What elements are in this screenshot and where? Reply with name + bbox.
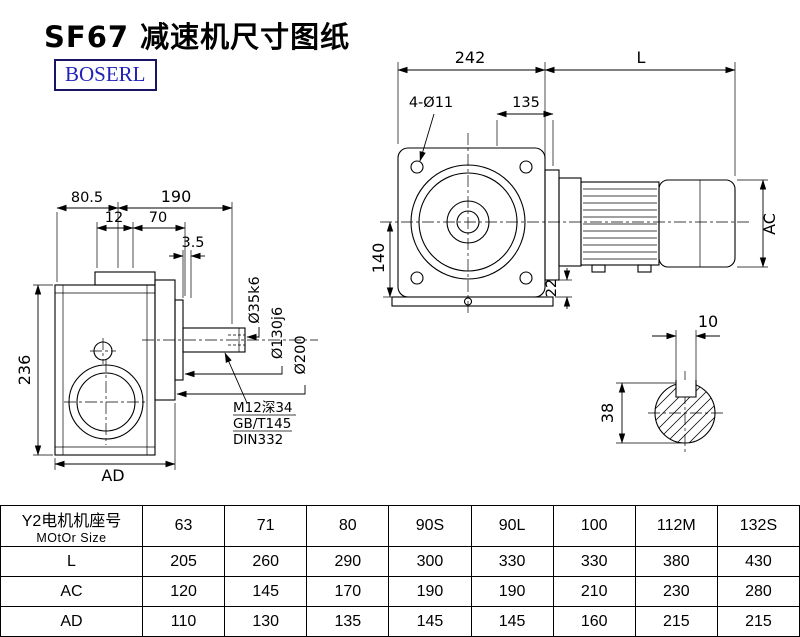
table-row-AD: AD 110 130 135 145 145 160 215 215 [0,606,800,637]
dim-12-label: 12 [105,210,123,226]
table-cell: 135 [306,606,390,637]
table-cell: 290 [306,546,390,577]
table-row-L: L 205 260 290 300 330 330 380 430 [0,546,800,577]
dim-AD-label: AD [101,466,124,485]
table-cell: 380 [634,546,718,577]
dim-242-label: 242 [455,48,486,67]
table-cell: 215 [716,606,800,637]
front-view [380,133,750,313]
table-cell: 110 [141,606,226,637]
table-cell: 190 [470,576,554,607]
table-cell: 112M [634,505,718,547]
table-cell: 430 [716,546,800,577]
table-cell: 63 [141,505,226,547]
table-cell: 330 [470,546,554,577]
table-cell: 90L [470,505,554,547]
dim-236-label: 236 [15,355,34,386]
table-cell: 160 [552,606,636,637]
table-cell: 132S [716,505,800,547]
dim-190-label: 190 [161,187,192,206]
shaft-section-view: 10 38 [598,312,726,452]
dim-AC-label: AC [760,213,779,235]
dim-70-label: 70 [149,210,167,226]
table-cell: 90S [388,505,472,547]
table-cell: 71 [224,505,308,547]
row-label-L: L [0,546,143,577]
table-cell: 190 [388,576,472,607]
dim-38-label: 38 [598,403,617,423]
motor-size-label-cn: Y2电机机座号 [21,513,122,530]
table-cell: 145 [388,606,472,637]
side-view-dimensions: 236 80.5 190 12 70 3.5 AD Ø35k6 Ø130j6 Ø… [15,187,309,485]
table-cell: 100 [552,505,636,547]
page-title: SF67 减速机尺寸图纸 [44,20,351,54]
table-cell: 300 [388,546,472,577]
logo-text: BOSERL [65,62,146,86]
table-cell: 280 [716,576,800,607]
motor-size-label-en: MOtOr Size [36,531,107,545]
table-cell: 170 [306,576,390,607]
table-cell: 80 [306,505,390,547]
table-cell: 330 [552,546,636,577]
note-gbt145-label: GB/T145 [233,416,291,432]
dim-L-label: L [637,48,646,67]
table-cell: 145 [470,606,554,637]
technical-drawing: 242 L 4-Ø11 135 140 22 AC [15,48,779,485]
row-label-AD: AD [0,606,143,637]
front-view-dimensions: 242 L 4-Ø11 135 140 22 AC [369,48,779,309]
boserl-logo: BOSERL [54,59,157,91]
table-cell: 230 [634,576,718,607]
shaft-dia-label: Ø35k6 [247,276,263,324]
dim-135-label: 135 [512,95,540,111]
dim-80-5-label: 80.5 [71,190,103,206]
dim-22-label: 22 [544,279,560,297]
dim-3-5-label: 3.5 [181,235,204,251]
note-tap-label: M12深34 [233,400,293,416]
table-cell: 145 [224,576,308,607]
table-cell: 260 [224,546,308,577]
side-view [54,271,318,456]
bolt-holes-label: 4-Ø11 [409,95,453,111]
table-cell: 130 [224,606,308,637]
flange-dia-label: Ø200 [293,335,309,374]
table-cell: 205 [141,546,226,577]
row-label-AC: AC [0,576,143,607]
note-din332-label: DIN332 [233,432,283,448]
table-header-motor-size: Y2电机机座号 MOtOr Size [0,505,143,547]
table-cell: 120 [141,576,226,607]
table-cell: 215 [634,606,718,637]
table-cell: 210 [552,576,636,607]
motor-outline [544,169,736,281]
key-width-label: 10 [698,312,718,331]
motor-dimension-table: Y2电机机座号 MOtOr Size 63 71 80 90S 90L 100 … [0,505,800,637]
dim-140-label: 140 [369,243,388,274]
table-row-motor-size: Y2电机机座号 MOtOr Size 63 71 80 90S 90L 100 … [0,505,800,547]
table-row-AC: AC 120 145 170 190 190 210 230 280 [0,576,800,607]
spigot-dia-label: Ø130j6 [270,307,286,359]
